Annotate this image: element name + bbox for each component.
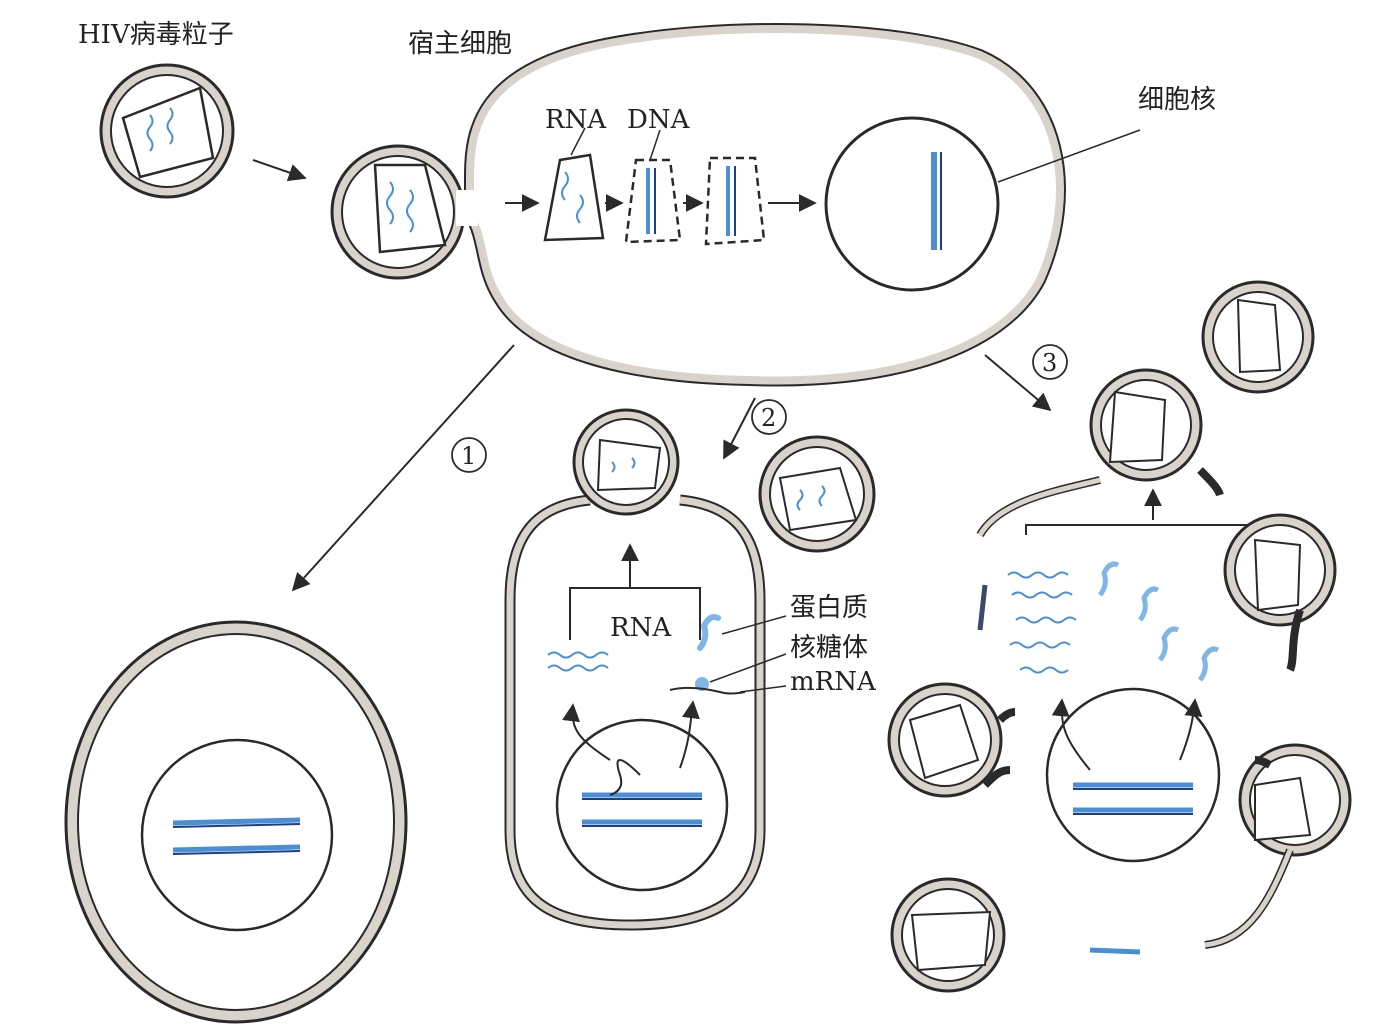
hiv-virion-free xyxy=(99,63,235,199)
step-marker-3: 3 xyxy=(1032,344,1068,380)
step-marker-2: 2 xyxy=(751,399,787,435)
svg-text:1: 1 xyxy=(461,442,476,470)
svg-text:3: 3 xyxy=(1042,349,1057,377)
budding-virion xyxy=(572,408,680,516)
released-rna-strands xyxy=(1007,561,1220,682)
virion-bottom-right xyxy=(1204,743,1352,949)
lysing-cell xyxy=(976,368,1281,538)
released-virion xyxy=(758,435,876,553)
label-nucleus: 细胞核 xyxy=(1138,85,1216,115)
lysing-nucleus xyxy=(1045,687,1221,863)
label-dna: DNA xyxy=(627,105,691,135)
dna-capsid-2 xyxy=(704,156,766,246)
hiv-virion-fusing xyxy=(330,144,478,280)
label-protein: 蛋白质 xyxy=(790,593,868,623)
host-nucleus xyxy=(824,116,1000,292)
producing-nucleus xyxy=(555,718,729,892)
virion-right-mid xyxy=(1223,513,1337,672)
rna-capsid xyxy=(543,153,605,242)
virion-left-mid xyxy=(887,682,1016,798)
label-rna-mid: RNA xyxy=(610,613,672,643)
label-rna: RNA xyxy=(545,105,607,135)
step-marker-1: 1 xyxy=(451,437,487,473)
label-hiv-particle: HIV病毒粒子 xyxy=(78,20,234,50)
label-ribosome: 核糖体 xyxy=(790,633,868,663)
label-host-cell: 宿主细胞 xyxy=(408,29,512,59)
virion-top-right xyxy=(1201,280,1315,394)
latent-infected-cell xyxy=(64,620,408,1024)
svg-text:2: 2 xyxy=(761,404,776,432)
dna-capsid-1 xyxy=(624,158,682,244)
label-mrna: mRNA xyxy=(790,667,877,697)
virion-bottom-left xyxy=(890,877,1006,993)
